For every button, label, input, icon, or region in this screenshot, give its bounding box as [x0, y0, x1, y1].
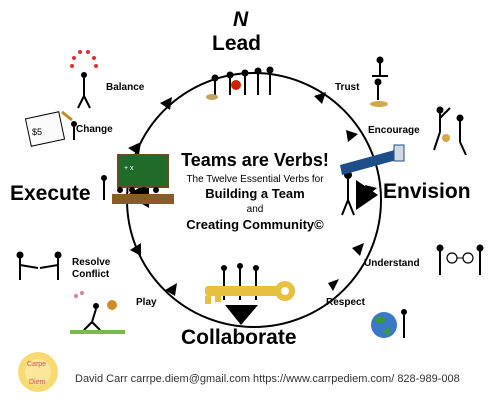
svg-text:$5: $5 [32, 127, 42, 137]
arrow-7 [130, 243, 141, 256]
center-title: Teams are Verbs! [181, 150, 329, 170]
center-building-team: Building a Team [205, 186, 305, 201]
verb-understand: Understand [364, 258, 420, 269]
verb-envision: Envision [383, 180, 471, 203]
arrow-6 [165, 283, 177, 296]
trust-icon [370, 56, 388, 107]
verb-balance: Balance [106, 82, 145, 93]
respect-icon [371, 309, 407, 338]
verb-lead: Lead [212, 32, 262, 55]
change-icon: $5 [24, 110, 77, 147]
svg-text:Diem: Diem [29, 379, 46, 386]
svg-text:Carpe: Carpe [27, 361, 46, 368]
understand-icon [436, 244, 484, 275]
balance-icon [70, 50, 98, 109]
verb-conflict: Conflict [72, 269, 110, 280]
verb-execute: Execute [10, 182, 91, 205]
arrow-envision [356, 180, 378, 210]
arrow-2 [346, 130, 358, 142]
arrow-5 [328, 279, 339, 291]
arrow-8 [128, 142, 141, 155]
svg-text:+ x: + x [124, 165, 134, 172]
compass-north: N [233, 8, 249, 31]
center-and: and [246, 204, 264, 215]
center-subtitle: The Twelve Essential Verbs for [186, 174, 324, 185]
arrow-4 [352, 243, 364, 256]
verb-collaborate: Collaborate [181, 326, 297, 349]
verb-encourage: Encourage [368, 125, 420, 136]
resolve-conflict-icon [16, 251, 62, 280]
verb-trust: Trust [335, 82, 360, 93]
arrow-9 [160, 97, 172, 110]
carpe-diem-logo: Carpe Diem [18, 352, 58, 392]
execute-icon: + x [101, 154, 174, 204]
envision-icon [340, 144, 405, 216]
play-icon [70, 291, 125, 334]
encourage-icon [433, 106, 467, 156]
arrow-collaborate [225, 305, 258, 325]
verb-respect: Respect [326, 297, 365, 308]
arrow-1 [314, 92, 326, 104]
verb-play: Play [136, 297, 157, 308]
verb-resolve: Resolve [72, 257, 111, 268]
collaborate-icon [205, 263, 295, 304]
footer-contact: David Carr carrpe.diem@gmail.com https:/… [75, 373, 460, 385]
lead-team-icon [206, 66, 274, 100]
verb-change: Change [76, 124, 113, 135]
center-creating-community: Creating Community© [186, 217, 324, 232]
